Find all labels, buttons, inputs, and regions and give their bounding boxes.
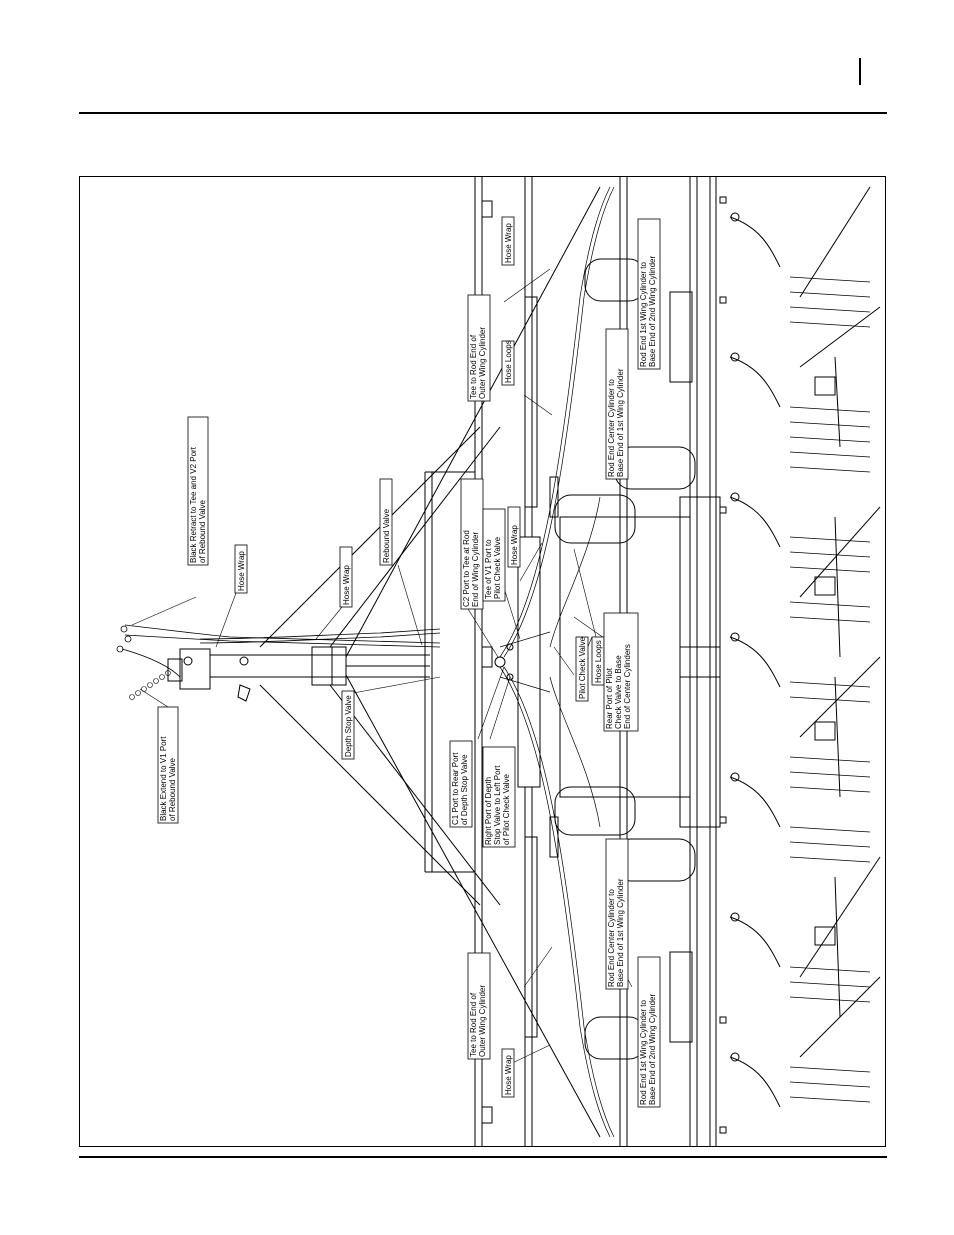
label-hose-wrap-bottom: Hose Wrap bbox=[504, 1055, 513, 1095]
hitch-assembly bbox=[167, 646, 430, 702]
wing-brackets bbox=[669, 291, 721, 1043]
label-rod-end-center-top: Rod End Center Cylinder toBase End of 1s… bbox=[607, 368, 625, 477]
callout-line: Rod End 1st Wing Cylinder to bbox=[639, 1000, 648, 1105]
callout-labels: Black Retract to Tee and V2 Portof Rebou… bbox=[159, 223, 657, 1105]
callout-line: Base End of 1st Wing Cylinder bbox=[616, 368, 625, 477]
tongue-frame bbox=[259, 186, 601, 1138]
callout-line: of Depth Stop Valve bbox=[460, 754, 469, 825]
hydraulic-diagram: Black Retract to Tee and V2 Portof Rebou… bbox=[116, 177, 881, 1146]
callout-line: Hose Wrap bbox=[504, 1055, 513, 1095]
harrow-bars bbox=[799, 186, 881, 1058]
callout-line: C2 Port to Tee at Rod bbox=[462, 530, 471, 607]
callout-line: End of Wing Cylinder bbox=[471, 532, 480, 607]
label-hose-wrap-hitch: Hose Wrap bbox=[237, 551, 246, 591]
callout-line: Pilot Check Valve bbox=[493, 536, 502, 599]
label-hose-loops-top: Hose Loops bbox=[504, 340, 513, 383]
safety-chain bbox=[129, 670, 171, 700]
callout-leaders bbox=[131, 260, 661, 1068]
label-c1-port: C1 Port to Rear Portof Depth Stop Valve bbox=[451, 752, 469, 825]
callout-line: Check Valve to Base bbox=[614, 655, 623, 729]
callout-line: Hose Loops bbox=[504, 340, 513, 383]
label-pilot-check: Pilot Check Valve bbox=[578, 636, 587, 699]
callout-line: Rod End Center Cylinder to bbox=[607, 379, 616, 477]
callout-line: Hose Wrap bbox=[237, 551, 246, 591]
callout-line: Rod End Center Cylinder to bbox=[607, 889, 616, 987]
harrow-tines bbox=[789, 276, 871, 1103]
label-hose-wrap-center: Hose Wrap bbox=[510, 525, 519, 565]
label-tee-outer-bottom: Tee to Rod End ofOuter Wing Cylinder bbox=[469, 985, 487, 1057]
label-rear-port: Rear Port of PilotCheck Valve to BaseEnd… bbox=[605, 644, 632, 729]
frame-hoses bbox=[499, 186, 615, 1138]
callout-line: of Rebound Valve bbox=[198, 499, 207, 563]
callout-line: Tee to Rod End of bbox=[469, 992, 478, 1057]
callout-line: Stop Valve to Left Port bbox=[493, 765, 502, 845]
label-tee-v1: Tee of V1 Port toPilot Check Valve bbox=[484, 536, 502, 599]
label-black-retract: Black Retract to Tee and V2 Portof Rebou… bbox=[189, 446, 207, 563]
callout-line: Hose Wrap bbox=[504, 223, 513, 263]
callout-line: Tee of V1 Port to bbox=[484, 539, 493, 599]
callout-line: Base End of 2nd Wing Cylinder bbox=[648, 255, 657, 367]
label-rod-end-1st-top: Rod End 1st Wing Cylinder toBase End of … bbox=[639, 255, 657, 367]
callout-line: Depth Stop Valve bbox=[344, 695, 353, 757]
page-corner-tick bbox=[859, 58, 861, 85]
callout-line: Pilot Check Valve bbox=[578, 636, 587, 699]
header-rule bbox=[79, 112, 887, 114]
hydraulic-cylinders bbox=[517, 296, 559, 1038]
callout-line: Black Extend to V1 Port bbox=[159, 736, 168, 821]
callout-line: C1 Port to Rear Port bbox=[451, 752, 460, 825]
label-right-port: Right Port of DepthStop Valve to Left Po… bbox=[484, 765, 511, 845]
callout-line: Tee to Rod End of bbox=[469, 334, 478, 399]
callout-line: Outer Wing Cylinder bbox=[478, 327, 487, 399]
callout-line: Black Retract to Tee and V2 Port bbox=[189, 446, 198, 563]
label-c2-port: C2 Port to Tee at RodEnd of Wing Cylinde… bbox=[462, 530, 480, 607]
callout-boxes bbox=[157, 216, 661, 1108]
label-black-extend: Black Extend to V1 Portof Rebound Valve bbox=[159, 736, 177, 821]
label-depth-stop-valve: Depth Stop Valve bbox=[344, 695, 353, 757]
label-hose-wrap-top: Hose Wrap bbox=[504, 223, 513, 263]
label-hose-loops-center: Hose Loops bbox=[594, 640, 603, 683]
callout-line: Hose Wrap bbox=[510, 525, 519, 565]
callout-line: Rebound Valve bbox=[382, 508, 391, 563]
callout-line: End of Center Cylinders bbox=[623, 644, 632, 729]
label-rod-end-center-bottom: Rod End Center Cylinder toBase End of 1s… bbox=[607, 878, 625, 987]
footer-rule bbox=[79, 1156, 887, 1158]
hydraulic-diagram-frame: Black Retract to Tee and V2 Portof Rebou… bbox=[79, 176, 886, 1147]
callout-line: of Rebound Valve bbox=[168, 757, 177, 821]
callout-line: Outer Wing Cylinder bbox=[478, 985, 487, 1057]
label-tee-outer-top: Tee to Rod End ofOuter Wing Cylinder bbox=[469, 327, 487, 399]
callout-line: Rod End 1st Wing Cylinder to bbox=[639, 262, 648, 367]
callout-line: Base End of 2nd Wing Cylinder bbox=[648, 993, 657, 1105]
callout-line: Hose Wrap bbox=[342, 565, 351, 605]
hitch-hoses bbox=[116, 624, 441, 678]
callout-line: Hose Loops bbox=[594, 640, 603, 683]
callout-line: of Pilot Check Valve bbox=[502, 773, 511, 845]
callout-line: Rear Port of Pilot bbox=[605, 667, 614, 729]
shanks bbox=[729, 212, 781, 1108]
callout-line: Right Port of Depth bbox=[484, 777, 493, 845]
label-rebound-valve: Rebound Valve bbox=[382, 508, 391, 563]
label-rod-end-1st-bottom: Rod End 1st Wing Cylinder toBase End of … bbox=[639, 993, 657, 1105]
frame-hardware bbox=[481, 196, 727, 1134]
label-hose-wrap-tongue: Hose Wrap bbox=[342, 565, 351, 605]
callout-line: Base End of 1st Wing Cylinder bbox=[616, 878, 625, 987]
